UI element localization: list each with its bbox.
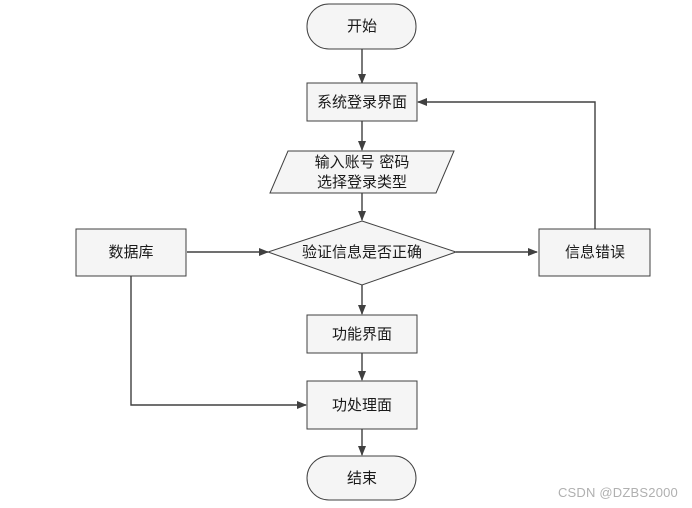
end-label: 结束 — [347, 469, 377, 487]
database-node: 数据库 — [75, 228, 187, 277]
database-label: 数据库 — [108, 243, 153, 261]
verify-label: 验证信息是否正确 — [302, 243, 422, 261]
input-node: 输入账号 密码 选择登录类型 — [269, 150, 455, 194]
error-node: 信息错误 — [538, 228, 651, 277]
input-label-line2: 选择登录类型 — [317, 173, 407, 191]
end-node: 结束 — [306, 455, 417, 501]
function-ui-node: 功能界面 — [306, 314, 418, 354]
login-node: 系统登录界面 — [306, 82, 418, 122]
error-label: 信息错误 — [565, 243, 625, 261]
edge-database-to-process — [130, 276, 307, 409]
edge-error-to-login — [417, 98, 596, 229]
input-label-line1: 输入账号 密码 — [315, 153, 410, 171]
process-label: 功处理面 — [332, 396, 392, 414]
watermark: CSDN @DZBS2000 — [557, 485, 678, 500]
process-node: 功处理面 — [306, 380, 418, 430]
function-ui-label: 功能界面 — [332, 325, 392, 343]
verify-node: 验证信息是否正确 — [266, 220, 458, 286]
start-node: 开始 — [306, 3, 417, 50]
login-label: 系统登录界面 — [317, 93, 407, 111]
start-label: 开始 — [347, 17, 377, 35]
